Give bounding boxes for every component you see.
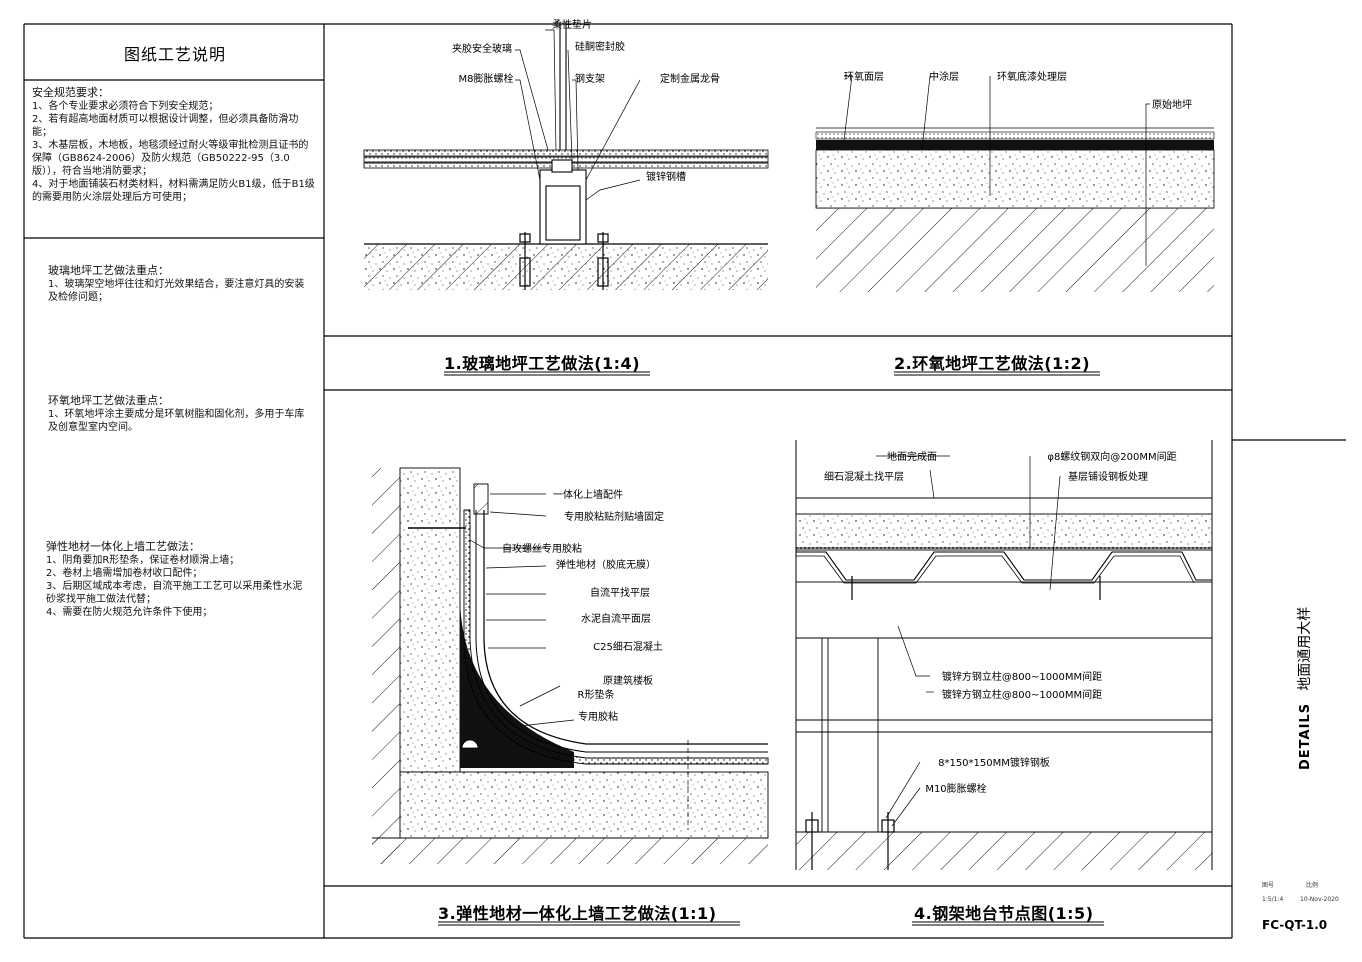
detail1-label-4: M8膨胀螺栓 <box>459 72 514 85</box>
epoxy-notes: 环氧地坪工艺做法重点： 1、环氧地坪涂主要成分是环氧树脂和固化剂，多用于车库及创… <box>48 394 310 434</box>
detail4-label-7: 8*150*150MM镀锌钢板 <box>938 756 1050 769</box>
detail1-label-6: 定制金属龙骨 <box>660 72 720 85</box>
drawing-title: 地面通用大样 <box>1297 606 1313 691</box>
elastic-notes: 弹性地材一体化上墙工艺做法： 1、阴角要加R形垫条，保证卷材顺滑上墙； 2、卷材… <box>46 540 308 619</box>
caption-detail-4: 4.钢架地台节点图(1:5) <box>914 904 1094 923</box>
glass-notes: 玻璃地坪工艺做法重点： 1、玻璃架空地坪往往和灯光效果结合，要注意灯具的安装及检… <box>48 264 310 304</box>
epoxy-heading: 环氧地坪工艺做法重点： <box>48 394 169 407</box>
detail3-label-1: 一体化上墙配件 <box>553 488 623 501</box>
detail4-label-2: 细石混凝土找平层 <box>824 470 904 483</box>
glass-item: 1、玻璃架空地坪往往和灯光效果结合，要注意灯具的安装及检修问题； <box>48 279 305 303</box>
detail3-label-7: C25细石混凝土 <box>593 640 663 653</box>
elastic-heading: 弹性地材一体化上墙工艺做法： <box>46 540 200 553</box>
detail2-label-1: 环氧面层 <box>844 70 884 83</box>
detail2-label-2: 中涂层 <box>929 70 959 83</box>
detail1-label-3: 硅酮密封胶 <box>575 40 625 53</box>
detail3-label-5: 自流平找平层 <box>590 586 650 599</box>
detail2-label-4: 原始地坪 <box>1152 98 1192 111</box>
safety-item: 3、木基层板，木地板，地毯须经过耐火等级审批检测且证书的保障（GB8624-20… <box>32 140 309 177</box>
caption-detail-3: 3.弹性地材一体化上墙工艺做法(1:1) <box>438 904 717 923</box>
safety-item: 1、各个专业要求必须符合下列安全规范； <box>32 101 219 112</box>
detail4-label-6: 镀锌方钢立柱@800~1000MM间距 <box>942 688 1102 701</box>
detail4-label-1: 地面完成面 <box>887 450 937 463</box>
meta-value-d: 10-Nov-2020 <box>1300 896 1339 903</box>
detail1-label-1: 柔性垫片 <box>552 18 592 31</box>
project-label: DETAILS <box>1298 702 1313 770</box>
caption-detail-2: 2.环氧地坪工艺做法(1:2) <box>894 354 1091 373</box>
detail3-label-8: 原建筑楼板 <box>603 674 653 687</box>
detail4-label-3: φ8螺纹钢双向@200MM间距 <box>1047 450 1176 463</box>
sheet-frame <box>23 23 1346 939</box>
detail-3-elastic-wall: 一体化上墙配件 专用胶粘贴剂贴墙固定 自攻螺丝专用胶粘 弹性地材（胶底无膜） 自… <box>372 467 769 864</box>
safety-notes: 安全规范要求： 1、各个专业要求必须符合下列安全规范； 2、若有超高地面材质可以… <box>32 86 316 204</box>
meta-value-c: 1:5/1:4 <box>1262 896 1284 903</box>
elastic-item: 4、需要在防火规范允许条件下使用； <box>46 607 213 618</box>
detail3-label-6: 水泥自流平面层 <box>581 612 651 625</box>
elastic-item: 3、后期区域成本考虑，自流平施工工艺可以采用柔性水泥砂浆找平施工做法代替； <box>46 581 303 605</box>
detail3-label-3: 自攻螺丝专用胶粘 <box>502 542 582 555</box>
caption-underlines <box>438 371 1104 926</box>
elastic-item: 2、卷材上墙需增加卷材收口配件； <box>46 568 203 579</box>
detail4-label-8: M10膨胀螺栓 <box>925 782 986 795</box>
detail4-label-5: 镀锌方钢立柱@800~1000MM间距 <box>942 670 1102 683</box>
detail3-label-9: R形垫条 <box>578 688 615 701</box>
caption-detail-1: 1.玻璃地坪工艺做法(1:4) <box>444 354 641 373</box>
project-name: DETAILS 地面通用大样 <box>1294 607 1314 770</box>
epoxy-item: 1、环氧地坪涂主要成分是环氧树脂和固化剂，多用于车库及创意型室内空间。 <box>48 409 305 433</box>
meta-label-b: 比例 <box>1306 882 1319 889</box>
detail2-label-3: 环氧底漆处理层 <box>997 70 1067 83</box>
meta-label-a: 图号 <box>1262 882 1275 889</box>
drawing-code: FC-QT-1.0 <box>1262 918 1328 932</box>
detail-1-glass-floor: 柔性垫片 夹胶安全玻璃 硅酮密封胶 M8膨胀螺栓 钢支架 定制金属龙骨 镀锌钢槽 <box>363 18 769 290</box>
detail4-label-4: 基层铺设钢板处理 <box>1068 470 1148 483</box>
detail3-label-2: 专用胶粘贴剂贴墙固定 <box>564 510 664 523</box>
notes-title: 图纸工艺说明 <box>123 45 226 64</box>
safety-item: 2、若有超高地面材质可以根据设计调整，但必须具备防滑功能； <box>32 114 299 138</box>
elastic-item: 1、阴角要加R形垫条，保证卷材顺滑上墙； <box>46 555 240 566</box>
detail-2-epoxy-floor: 环氧面层 中涂层 环氧底漆处理层 原始地坪 <box>815 70 1215 292</box>
detail3-label-4: 弹性地材（胶底无膜） <box>556 558 656 571</box>
safety-heading: 安全规范要求： <box>32 86 109 99</box>
detail1-label-2: 夹胶安全玻璃 <box>452 42 512 55</box>
safety-item: 4、对于地面铺装石材类材料，材料需满足防火B1级，低于B1级的需要用防火涂层处理… <box>32 179 315 203</box>
detail3-label-10: 专用胶粘 <box>578 710 618 723</box>
detail1-label-5: 钢支架 <box>575 72 605 85</box>
detail1-label-7: 镀锌钢槽 <box>646 170 686 183</box>
detail-4-steel-platform: 地面完成面 细石混凝土找平层 φ8螺纹钢双向@200MM间距 基层铺设钢板处理 … <box>795 440 1213 870</box>
glass-heading: 玻璃地坪工艺做法重点： <box>48 264 169 277</box>
